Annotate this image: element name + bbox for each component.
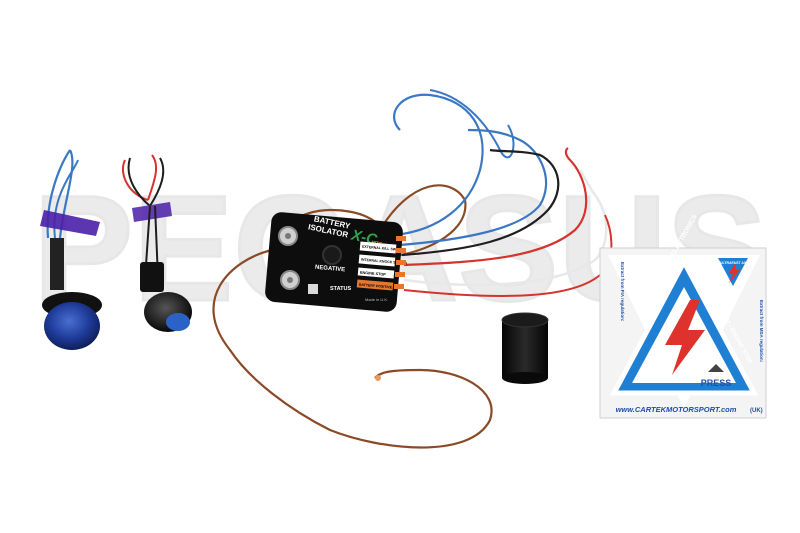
module-made: Made in U.K. <box>365 297 388 302</box>
blue-button-thread <box>50 238 64 290</box>
black-button-body <box>140 262 164 292</box>
purple-tape-2 <box>132 202 172 222</box>
blue-wire-2 <box>399 128 548 247</box>
black-wire <box>401 148 560 257</box>
brown-wire-loop <box>212 248 493 449</box>
module-negative: NEGATIVE <box>315 265 346 274</box>
sticker-header-left: Extract from FIA regulation: <box>620 262 625 322</box>
black-button-red-wire <box>122 154 158 201</box>
blue-wire-long <box>393 93 484 237</box>
sticker-url-suffix: (UK) <box>750 408 763 414</box>
label-t3: ENGINE STOP <box>360 271 387 277</box>
black-push-button <box>122 154 192 332</box>
label-t3-bg <box>357 267 395 279</box>
label-t1: EXTERNAL KILL SWITCH <box>362 245 405 253</box>
blue-push-button <box>40 149 102 350</box>
module-qr-code <box>308 284 318 294</box>
sticker-header-right: ULTRAFAST AXO-100 <box>720 261 756 265</box>
label-t4-bg <box>356 279 394 291</box>
label-t1-bg <box>359 241 397 254</box>
heat-shrink-sleeve <box>501 312 549 384</box>
module-knob <box>322 245 342 265</box>
sticker-extract-msa: Extract from MSA regulation: <box>759 300 764 363</box>
sticker-press: PRESS <box>701 378 732 388</box>
white-wire <box>403 169 608 287</box>
red-wire <box>403 147 588 267</box>
black-button-blue-center <box>166 313 190 331</box>
battery-isolator-module: BATTERY ISOLATOR X-C LITE NEGATIVE STATU… <box>265 212 408 312</box>
press-arrow-icon <box>708 364 724 372</box>
label-t2-bg <box>358 254 396 267</box>
sticker-bolt-icon <box>665 300 705 375</box>
label-t4: BATTERY POSITIVE <box>359 283 393 290</box>
label-t2: INTERNAL KNOCK SWITCH <box>361 258 408 266</box>
red-wire-2 <box>403 214 613 297</box>
sleeve-body <box>502 320 548 378</box>
blue-button-cap <box>44 302 100 350</box>
blue-wire-3 <box>429 89 515 159</box>
sticker-url: www.CARTEKMOTORSPORT.com <box>616 405 737 414</box>
purple-tape <box>40 210 100 236</box>
brown-wire-end <box>375 375 381 381</box>
module-status: STATUS <box>330 286 352 292</box>
